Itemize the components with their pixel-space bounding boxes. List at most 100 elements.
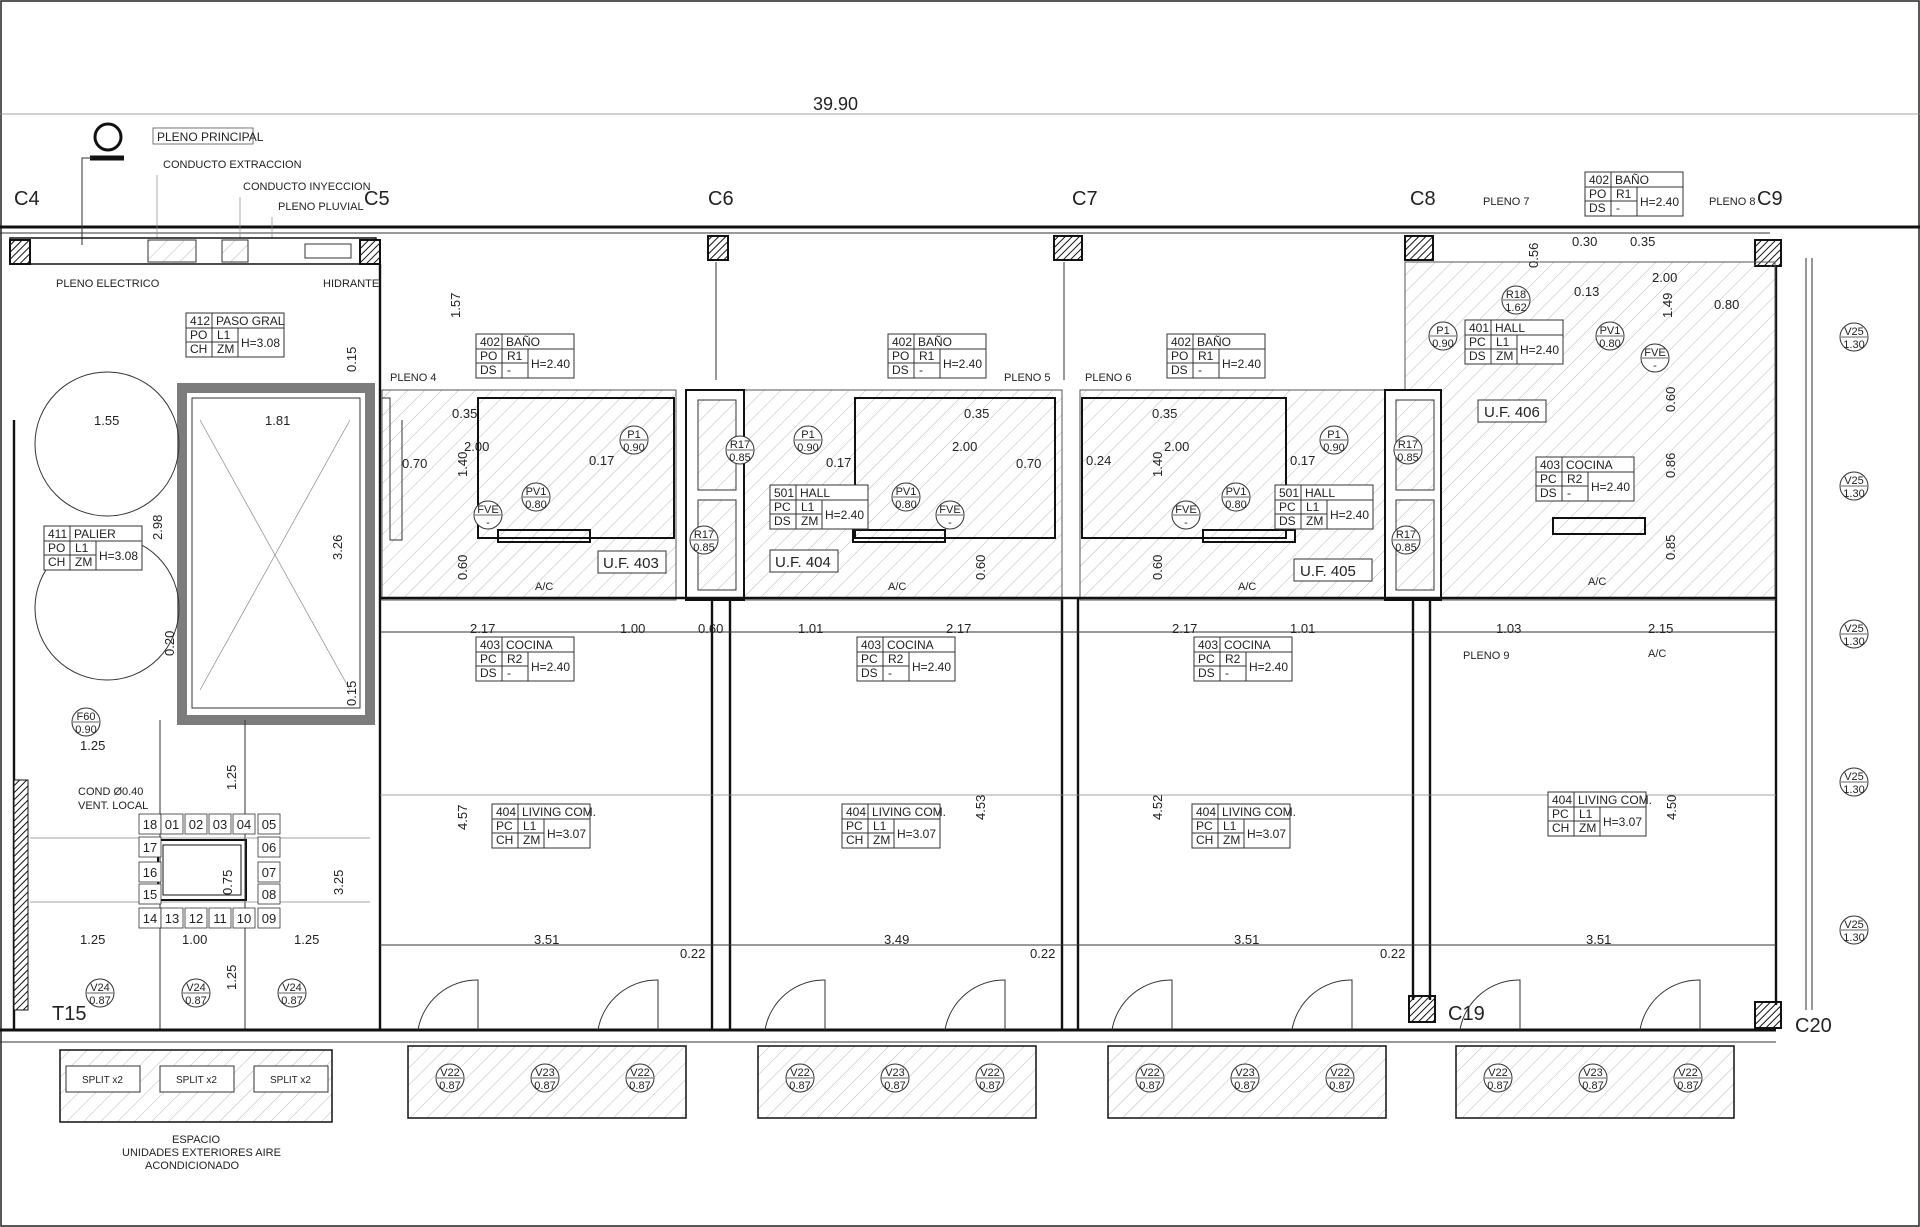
opening-code: V22: [1330, 1067, 1350, 1079]
label-pleno-9: PLENO 9: [1463, 650, 1509, 662]
label-pleno-principal: PLENO PRINCIPAL: [157, 130, 264, 144]
stair-step-number: 17: [143, 840, 157, 855]
room-tag-num: 501: [1279, 486, 1299, 500]
opening-code: PV1: [1600, 325, 1621, 337]
opening-code: PV1: [1226, 486, 1247, 498]
stair-step-number: 02: [189, 817, 203, 832]
label-conducto-extraccion: CONDUCTO EXTRACCION: [163, 159, 302, 171]
dimension-d457: 4.57: [455, 805, 470, 830]
dimension-d015b: 0.15: [344, 681, 359, 706]
room-tag-r2c2: ZM: [523, 833, 540, 847]
opening-size: 1.30: [1843, 488, 1864, 500]
grid-label-c19: C19: [1448, 1003, 1485, 1025]
column-c6: [707, 235, 729, 261]
opening-size: 0.90: [1432, 338, 1453, 350]
unit-uf405: U.F. 405: [1300, 563, 1356, 580]
stair-step-box: [184, 907, 208, 929]
dimension-d125c: 1.25: [80, 932, 105, 947]
room-tag-num: 402: [480, 335, 500, 349]
column-c4: [9, 239, 31, 265]
dimension-d351a: 3.51: [534, 932, 559, 947]
dimension-d022b: 0.22: [1030, 946, 1055, 961]
room-tag-name: BAÑO: [1615, 173, 1649, 187]
opening-code: R17: [1396, 529, 1416, 541]
room-tag-r1c1: PC: [1196, 819, 1213, 833]
dimension-d070a: 0.70: [402, 456, 427, 471]
dimension-d101a: 1.01: [798, 621, 823, 636]
opening-code: R17: [730, 439, 750, 451]
room-tag-r2c2: ZM: [801, 514, 818, 528]
opening-size: -: [1184, 517, 1188, 529]
opening-code: FVE: [1175, 504, 1196, 516]
misc-labels: PLENO 4 PLENO 5 PLENO 6 PLENO 7 PLENO 8 …: [78, 196, 1755, 812]
opening-code: P1: [801, 429, 814, 441]
column-c19: [1408, 995, 1436, 1023]
dimension-d060c: 0.60: [973, 555, 988, 580]
dimension-d157: 1.57: [448, 293, 463, 318]
room-tag-r2c2: ZM: [217, 342, 234, 356]
label-pleno-6: PLENO 6: [1085, 372, 1131, 384]
room-tag-r1c1: PC: [1469, 335, 1486, 349]
hatched-zones: [380, 261, 1776, 946]
dimension-d060b: 0.60: [698, 621, 723, 636]
label-conducto-inyeccion: CONDUCTO INYECCION: [243, 181, 371, 193]
opening-symbol-p1: P10.90: [619, 425, 649, 455]
dimension-d075: 0.75: [220, 870, 235, 895]
opening-size: 0.87: [629, 1080, 650, 1092]
opening-symbol-fve: FVE-: [473, 500, 503, 530]
opening-code: V22: [980, 1067, 1000, 1079]
pleno-principal-symbol: [93, 122, 123, 152]
unit-uf406: U.F. 406: [1484, 404, 1540, 421]
opening-size: 1.62: [1505, 302, 1526, 314]
opening-size: 0.87: [534, 1080, 555, 1092]
opening-symbol-fve: FVE-: [935, 500, 965, 530]
room-tag-r1c1: PC: [846, 819, 863, 833]
stair-step-box: [160, 813, 184, 835]
opening-code: V23: [535, 1067, 555, 1079]
dimension-d349: 3.49: [884, 932, 909, 947]
dimension-d217a: 2.17: [470, 621, 495, 636]
dimension-d056: 0.56: [1526, 243, 1541, 268]
room-tag-r1c2: R2: [888, 652, 904, 666]
grid-label-t15: T15: [52, 1003, 86, 1025]
room-tag-num: 402: [892, 335, 912, 349]
opening-code: V22: [1488, 1067, 1508, 1079]
dimension-d013: 0.13: [1574, 284, 1599, 299]
dimension-d080: 0.80: [1714, 297, 1739, 312]
grid-label-c6: C6: [708, 188, 734, 210]
opening-code: V24: [186, 982, 206, 994]
opening-code: V24: [90, 982, 110, 994]
opening-size: 0.87: [281, 995, 302, 1007]
room-tag-r1c2: R1: [507, 349, 523, 363]
dimension-d015a: 0.15: [344, 347, 359, 372]
room-tag-r2c2: -: [507, 666, 511, 680]
room-tag-r1c1: PO: [480, 349, 497, 363]
room-tag-r2c2: -: [888, 666, 892, 680]
room-tag-r2c1: CH: [1196, 833, 1213, 847]
room-tag-r2c1: CH: [48, 555, 65, 569]
opening-code: FVE: [1644, 347, 1665, 359]
dimension-d060e: 0.60: [1663, 387, 1678, 412]
stair-step-number: 04: [237, 817, 251, 832]
column-c5: [359, 239, 381, 265]
room-tag-r1c1: PC: [1552, 807, 1569, 821]
room-tag-num: 403: [1540, 458, 1560, 472]
opening-code: P1: [627, 429, 640, 441]
room-tag-num: 402: [1171, 335, 1191, 349]
